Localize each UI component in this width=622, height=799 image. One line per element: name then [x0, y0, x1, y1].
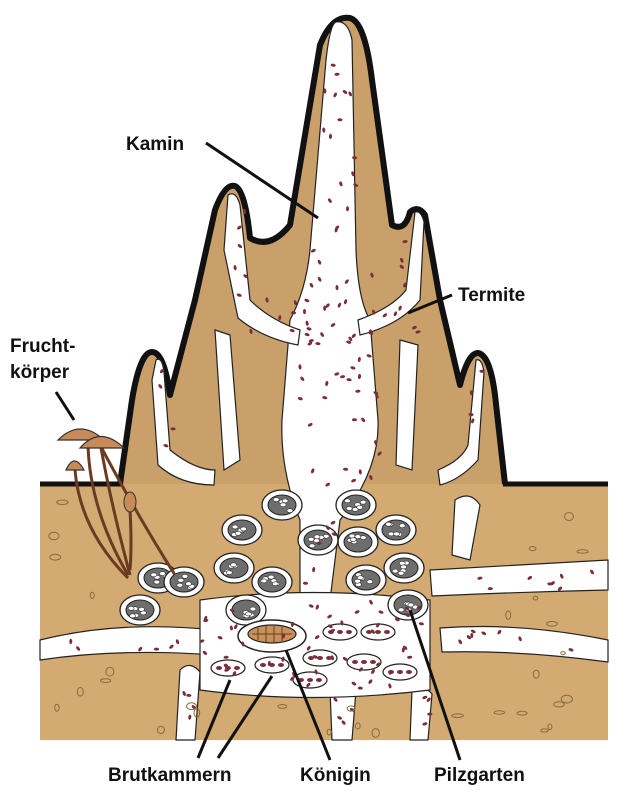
fungus-garden: [387, 589, 429, 621]
label-fruchtkoerper-1: Frucht-: [10, 336, 75, 357]
leader-koenigin: [284, 649, 332, 761]
label-koenigin: Königin: [300, 765, 371, 786]
queen-chamber: [237, 619, 307, 653]
termites: [69, 63, 594, 726]
leader-brut-1: [196, 679, 232, 759]
brood-chamber: [292, 671, 328, 689]
leader-frucht: [54, 391, 76, 421]
label-pilzgarten: Pilzgarten: [434, 765, 525, 786]
brood-chamber: [382, 663, 418, 681]
label-fruchtkoerper-2: körper: [10, 362, 70, 383]
fungus-garden: [261, 489, 303, 521]
brood-chamber: [346, 653, 382, 671]
leader-brut-2: [216, 675, 274, 759]
fungus-gardens: [119, 489, 429, 626]
fungus-garden: [221, 514, 263, 546]
fungus-garden: [251, 566, 293, 598]
brood-chamber: [210, 659, 246, 677]
fruit-bodies: [56, 428, 177, 580]
fungus-garden: [225, 594, 267, 626]
brood-chamber: [254, 656, 290, 674]
brood-chamber: [302, 649, 338, 667]
label-termite: Termite: [458, 285, 525, 306]
brood-chamber: [322, 623, 358, 641]
fungus-garden: [383, 552, 425, 584]
label-brutkammern: Brutkammern: [108, 765, 232, 786]
brood-chamber: [360, 623, 396, 641]
fungus-garden: [337, 526, 379, 558]
fungus-garden: [119, 594, 161, 626]
fungus-garden: [213, 552, 255, 584]
leader-termite: [407, 293, 453, 315]
brood-chambers: [210, 623, 418, 689]
leader-kamin: [205, 141, 319, 220]
fungus-garden: [345, 564, 387, 596]
fungus-garden: [335, 489, 377, 521]
fungus-garden: [163, 566, 205, 598]
fungus-garden: [297, 524, 339, 556]
leader-lines: [54, 141, 462, 761]
leader-pilzgarten: [408, 609, 462, 761]
fungus-garden: [375, 514, 417, 546]
soil-pebbles: [48, 499, 589, 738]
label-kamin: Kamin: [126, 134, 184, 155]
